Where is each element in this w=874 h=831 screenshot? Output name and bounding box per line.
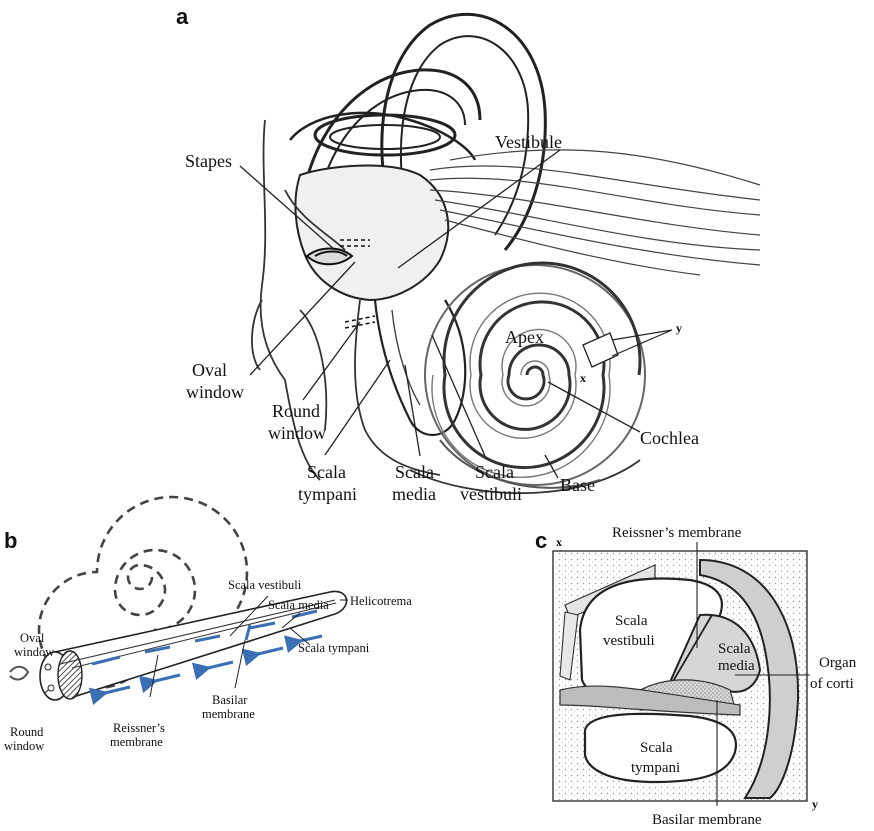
c-label-organ-line2: of corti [810,676,854,692]
b-label-oval-window-line1: Oval [20,631,45,645]
c-label-y: y [812,797,818,811]
panel-b: b [4,497,412,753]
c-label-scala-vestibuli-line2: vestibuli [603,633,655,649]
label-scala-media-line1: Scala [395,462,434,482]
label-base: Base [560,475,595,495]
panel-b-letter: b [4,528,17,553]
cochlea-spiral [425,263,645,488]
label-round-window-line1: Round [272,401,320,421]
nerve-fibers [430,150,760,275]
section-plane [583,333,618,367]
label-oval-window-line1: Oval [192,360,227,380]
c-label-scala-media-line1: Scala [718,641,751,657]
b-label-round-window-line1: Round [10,725,44,739]
panel-c-letter: c [535,528,547,553]
vestibule-body [295,166,448,300]
b-label-basilar-line1: Basilar [212,693,248,707]
panel-a: a [176,4,760,504]
b-label-basilar-line2: membrane [202,707,255,721]
c-label-scala-tympani-line2: tympani [631,760,680,776]
label-cochlea: Cochlea [640,428,699,448]
panel-a-letter: a [176,4,189,29]
label-vestibule: Vestibule [495,132,562,152]
label-scala-tympani-line1: Scala [307,462,346,482]
label-scala-vestibuli-line1: Scala [475,462,514,482]
panel-c: c x [535,525,857,828]
b-label-scala-media: Scala media [268,598,329,612]
c-label-scala-media-line2: media [718,658,755,674]
label-scala-tympani-line2: tympani [298,484,357,504]
label-a-x: x [580,371,586,385]
b-label-reissner-line1: Reissner’s [113,721,165,735]
label-a-y: y [676,321,682,335]
b-label-scala-vestibuli: Scala vestibuli [228,578,302,592]
c-label-x: x [556,535,562,549]
label-scala-media-line2: media [392,484,436,504]
label-apex: Apex [505,327,544,347]
b-label-reissner-line2: membrane [110,735,163,749]
stapes-stub [10,667,28,680]
c-label-organ-line1: Organ [819,655,857,671]
c-label-reissner-membrane: Reissner’s membrane [612,525,742,541]
label-oval-window-line2: window [186,382,244,402]
label-round-window-line2: window [268,423,326,443]
c-label-basilar-membrane: Basilar membrane [652,812,762,828]
c-label-scala-vestibuli-line1: Scala [615,613,648,629]
c-label-scala-tympani-line1: Scala [640,740,673,756]
b-label-scala-tympani: Scala tympani [298,641,370,655]
b-label-oval-window-line2: window [14,645,54,659]
label-stapes: Stapes [185,151,232,171]
b-label-helicotrema: Helicotrema [350,594,412,608]
label-scala-vestibuli-line2: vestibuli [460,484,522,504]
b-label-round-window-line2: window [4,739,44,753]
